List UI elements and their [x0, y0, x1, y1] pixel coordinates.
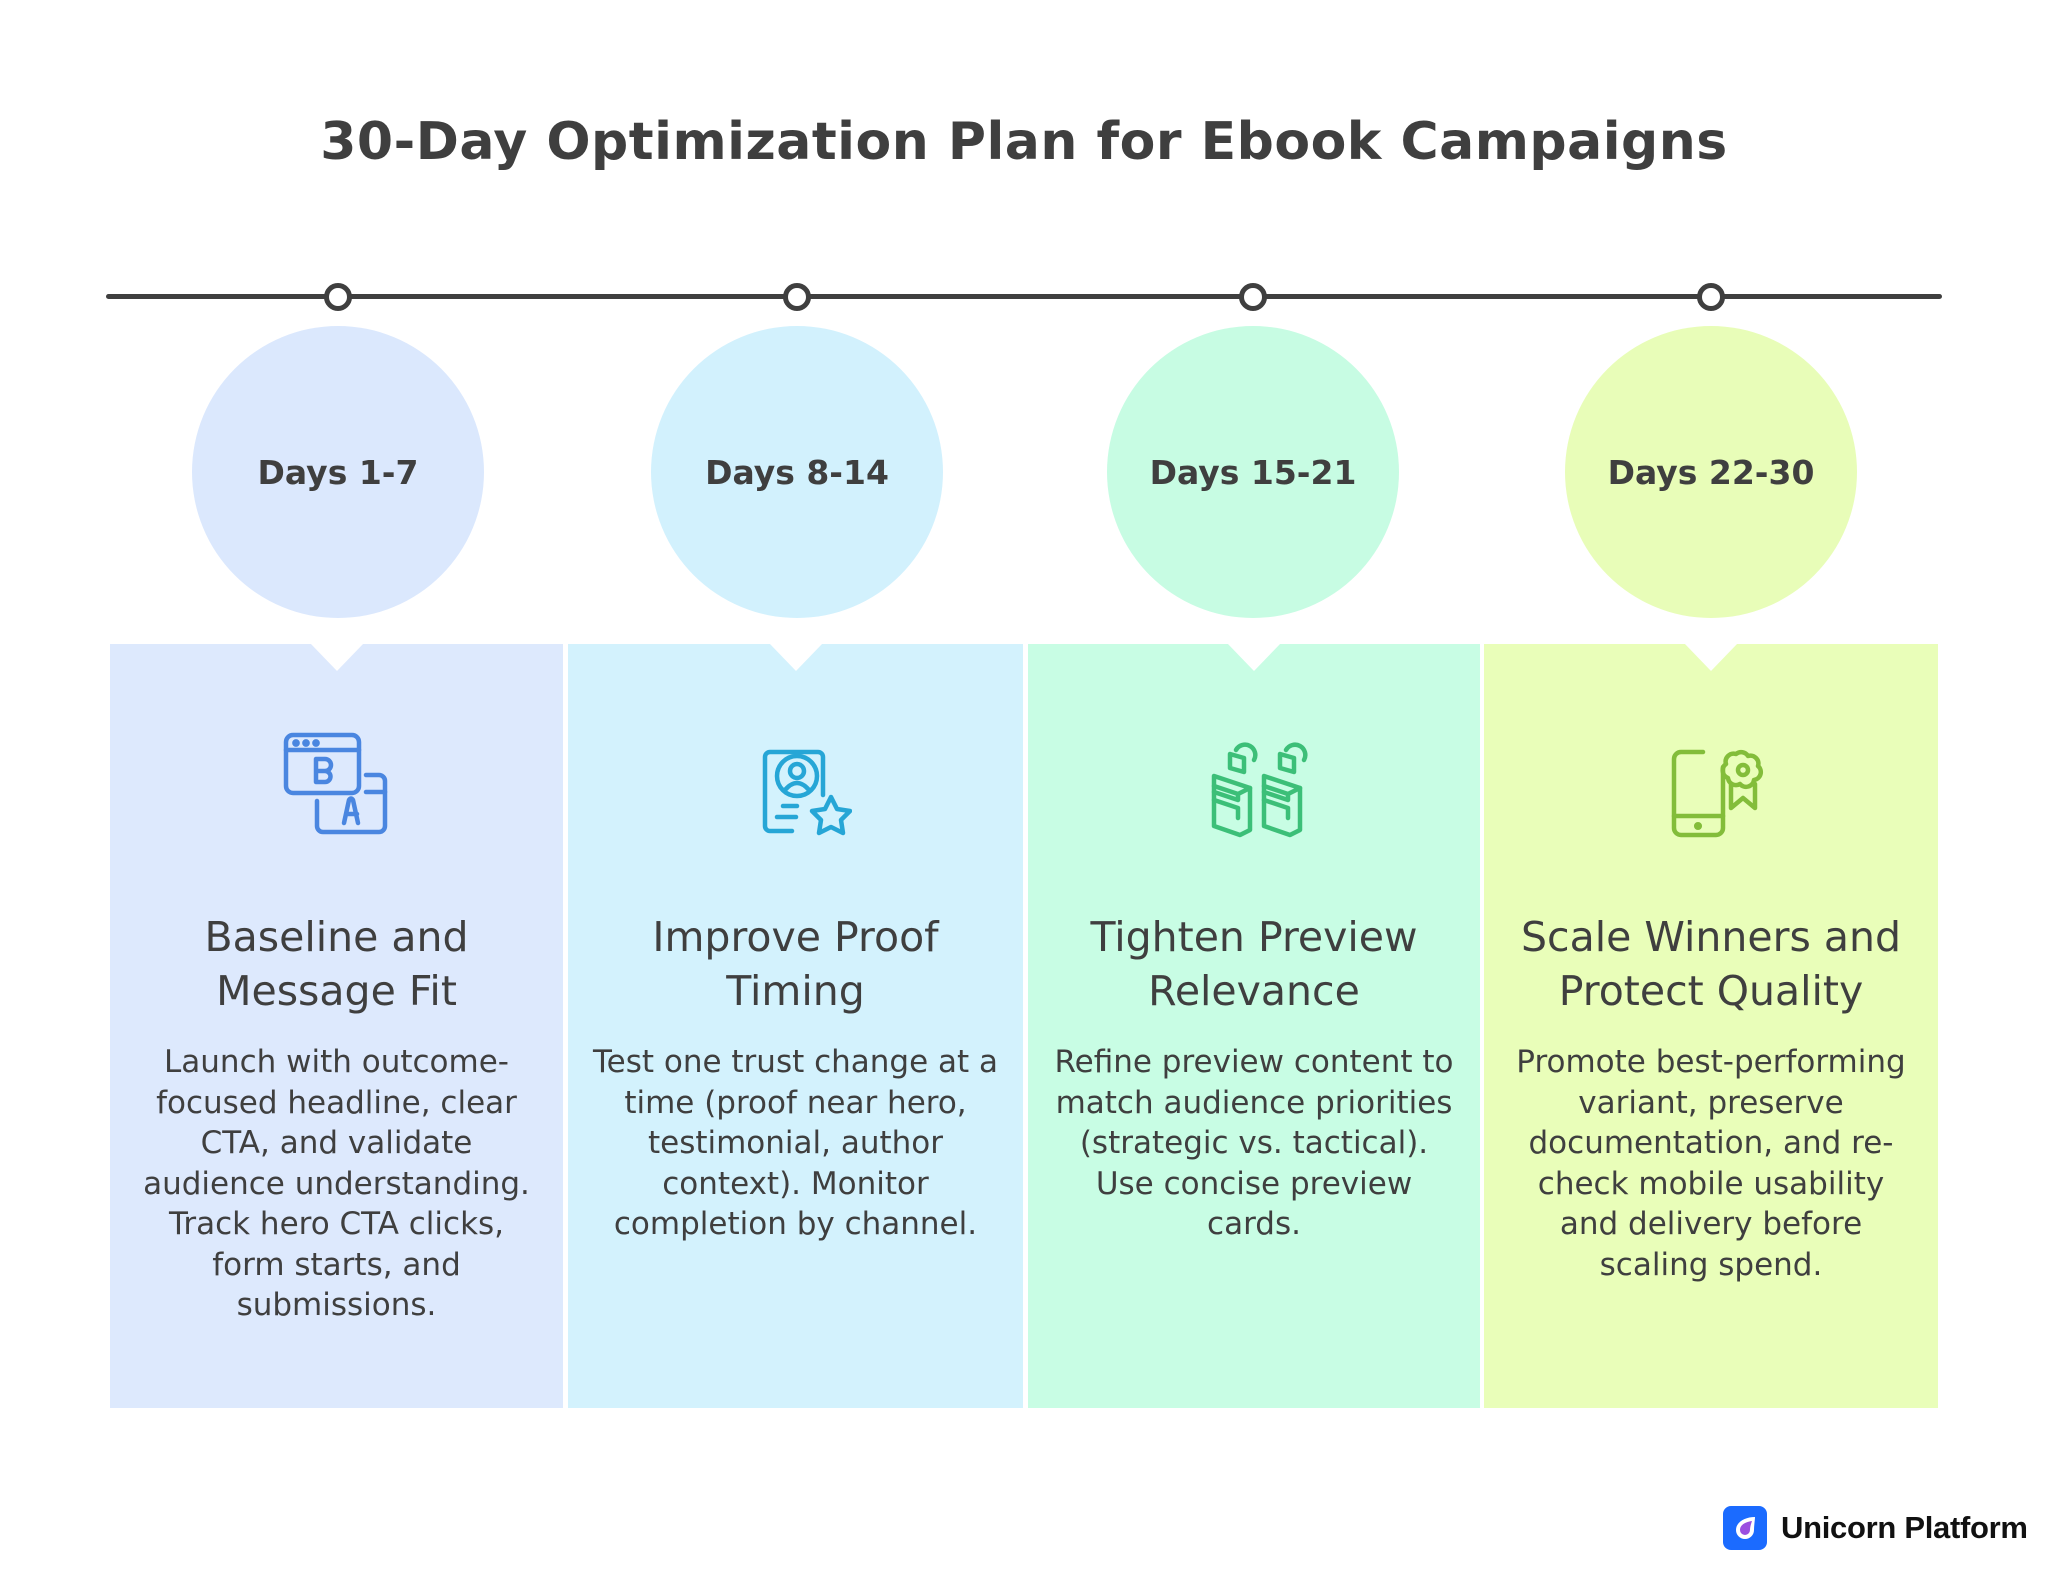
phase-days-label: Days 15-21: [1149, 452, 1357, 492]
timeline-node-4: [1697, 283, 1725, 311]
phase-circle-1: Days 1-7: [192, 326, 484, 618]
unicorn-platform-logo-icon: [1723, 1506, 1767, 1550]
timeline-node-1: [324, 283, 352, 311]
phase-title: Improve Proof Timing: [652, 913, 939, 1015]
panel-pointer: [309, 643, 364, 671]
testimonial-profile-star-icon: [736, 724, 856, 844]
phase-circle-3: Days 15-21: [1107, 326, 1399, 618]
panel-pointer: [1684, 643, 1738, 671]
page-title: 30-Day Optimization Plan for Ebook Campa…: [320, 112, 1728, 172]
mobile-quality-badge-icon: [1651, 724, 1771, 844]
ab-test-icon: [277, 724, 397, 844]
phase-circle-2: Days 8-14: [651, 326, 943, 618]
brand-watermark: Unicorn Platform: [1723, 1506, 2028, 1550]
phase-description: Launch with outcome-focused headline, cl…: [143, 1044, 530, 1323]
phase-panel-3: Tighten Preview Relevance Refine preview…: [1028, 643, 1480, 1408]
phase-description: Refine preview content to match audience…: [1054, 1044, 1454, 1242]
panel-pointer: [1227, 643, 1281, 671]
phase-panel-2: Improve Proof Timing Test one trust chan…: [568, 643, 1023, 1408]
phase-circle-4: Days 22-30: [1565, 326, 1857, 618]
timeline-node-2: [783, 283, 811, 311]
brand-name: Unicorn Platform: [1781, 1510, 2028, 1545]
timeline-line: [106, 294, 1942, 299]
phase-title: Scale Winners and Protect Quality: [1521, 913, 1901, 1015]
phase-title: Baseline and Message Fit: [204, 913, 469, 1015]
phase-title: Tighten Preview Relevance: [1090, 913, 1418, 1015]
phase-days-label: Days 1-7: [257, 452, 419, 492]
panel-pointer: [768, 643, 823, 671]
timeline-node-3: [1239, 283, 1267, 311]
phase-days-label: Days 22-30: [1607, 452, 1815, 492]
phase-panel-1: Baseline and Message Fit Launch with out…: [110, 643, 563, 1408]
phase-days-label: Days 8-14: [705, 452, 889, 492]
books-preview-icon: [1194, 724, 1314, 844]
phase-description: Promote best-performing variant, preserv…: [1516, 1044, 1906, 1283]
phase-panel-4: Scale Winners and Protect Quality Promot…: [1484, 643, 1938, 1408]
phase-description: Test one trust change at a time (proof n…: [592, 1044, 999, 1242]
